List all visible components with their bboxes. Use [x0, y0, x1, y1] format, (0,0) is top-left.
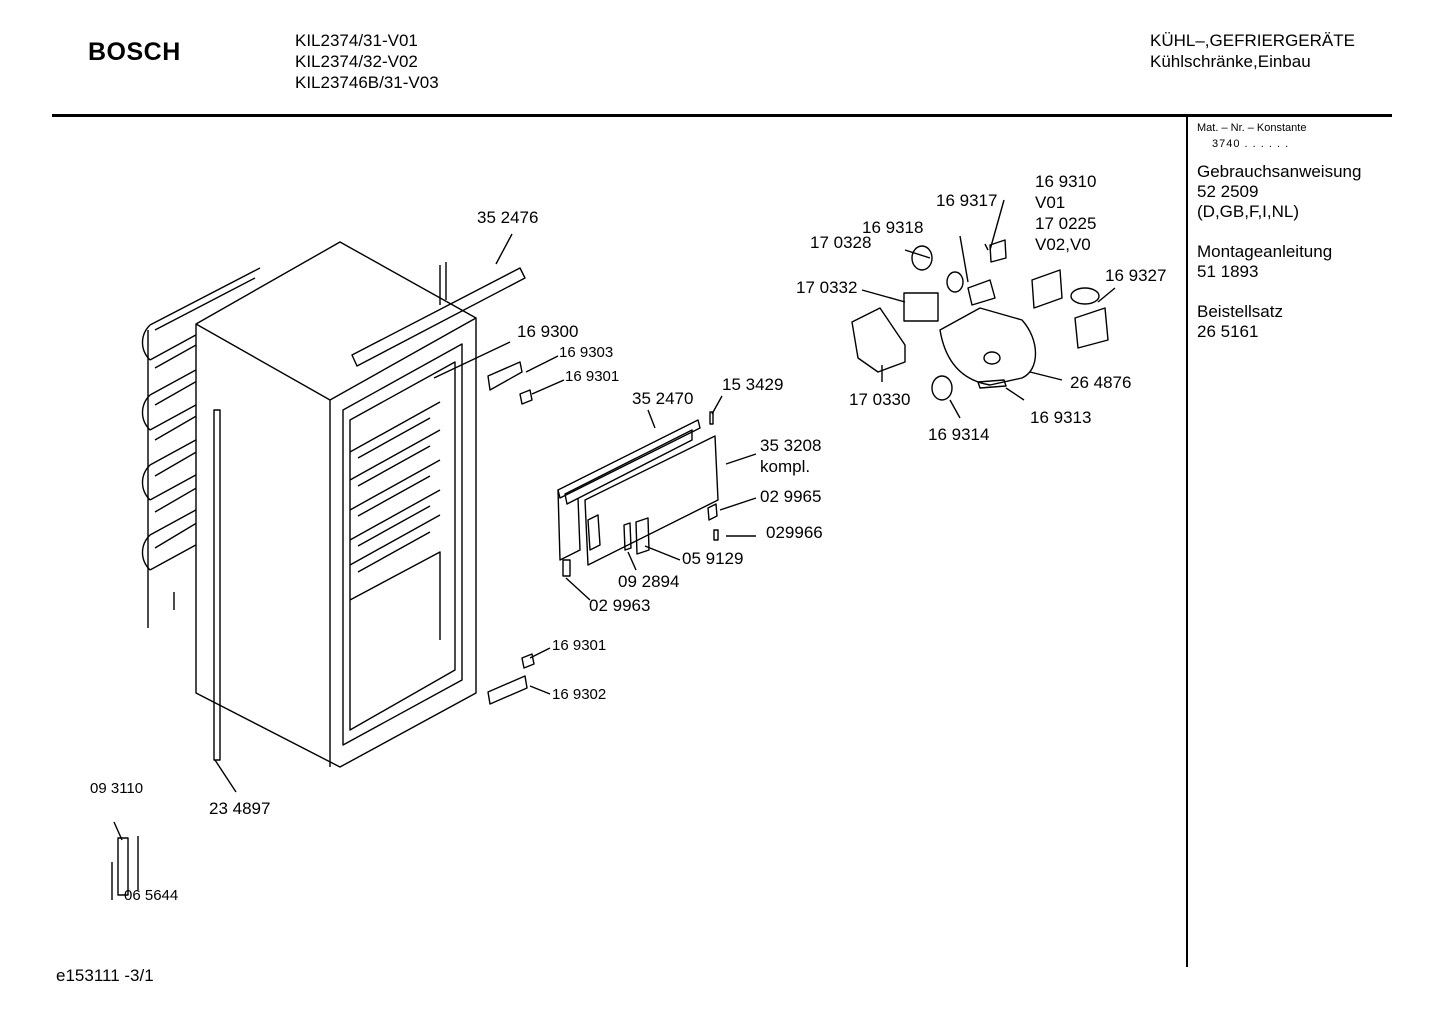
header-divider	[52, 114, 1392, 117]
part-029965: 02 9965	[760, 487, 822, 506]
thermostat	[1074, 307, 1109, 349]
install-section: Montageanleitung 51 1893	[1197, 242, 1332, 282]
manual-languages: (D,GB,F,I,NL)	[1197, 202, 1300, 221]
part-169302: 16 9302	[552, 686, 607, 703]
mat-value: 3740 . . . . . .	[1212, 138, 1290, 150]
part-065644: 06 5644	[124, 887, 179, 904]
light-cover	[851, 307, 906, 373]
sidebar-divider	[1186, 117, 1188, 967]
part-169300: 16 9300	[517, 322, 579, 341]
part-029963: 02 9963	[589, 596, 651, 615]
model-2: KIL2374/32-V02	[295, 52, 418, 71]
category: KÜHL–,GEFRIERGERÄTE Kühlschränke,Einbau	[1150, 30, 1355, 72]
part-170328: 17 0328	[810, 233, 872, 252]
manual-section: Gebrauchsanweisung 52 2509 (D,GB,F,I,NL)	[1197, 162, 1361, 222]
door-handle-pin	[623, 522, 632, 551]
manual-title: Gebrauchsanweisung	[1197, 162, 1362, 181]
part-169314: 16 9314	[928, 425, 990, 444]
install-title: Montageanleitung	[1197, 242, 1333, 261]
part-169313: 16 9313	[1030, 408, 1092, 427]
part-093110: 09 3110	[90, 780, 144, 797]
manual-number: 52 2509	[1197, 182, 1259, 201]
knob	[931, 375, 953, 401]
label-sheet	[903, 292, 939, 322]
part-353208: 35 3208	[760, 436, 822, 455]
part-092894: 09 2894	[618, 572, 680, 591]
screw	[713, 529, 719, 541]
kit-title: Beistellsatz	[1197, 302, 1283, 321]
part-169318: 16 9318	[862, 218, 924, 237]
freezer-door	[557, 419, 719, 566]
part-029966: 029966	[766, 523, 823, 542]
top-rail	[351, 262, 526, 367]
cabinet	[195, 241, 477, 768]
hinge-pin-lower	[521, 653, 535, 669]
pin	[709, 411, 714, 425]
part-169301-lower: 16 9301	[552, 637, 607, 654]
category-main: KÜHL–,GEFRIERGERÄTE	[1150, 31, 1355, 50]
seal-strip	[977, 379, 1007, 389]
part-352470: 35 2470	[632, 389, 694, 408]
part-169310-variant: V01	[1035, 193, 1066, 212]
door-clip	[562, 559, 571, 577]
model-list: KIL2374/31-V01 KIL2374/32-V02 KIL23746B/…	[295, 30, 439, 93]
drawing-code: e153111 -3/1	[56, 966, 154, 985]
kit-number: 26 5161	[1197, 322, 1259, 341]
upper-hinge	[487, 361, 523, 391]
light-housing	[939, 307, 1037, 386]
mat-label: Mat. – Nr. – Konstante	[1197, 122, 1307, 134]
category-sub: Kühlschränke,Einbau	[1150, 52, 1311, 71]
part-170225-variant: V02,V0	[1035, 235, 1091, 254]
drain-line	[111, 836, 139, 900]
plug	[989, 239, 1007, 263]
part-234897: 23 4897	[209, 799, 271, 818]
model-1: KIL2374/31-V01	[295, 31, 418, 50]
stop-part	[707, 503, 718, 521]
brand-logo: BOSCH	[88, 38, 181, 66]
part-153429: 15 3429	[722, 375, 784, 394]
drain-tube	[117, 837, 129, 896]
hinge-pin-upper	[519, 389, 533, 405]
door-handle	[635, 517, 650, 555]
part-169327: 16 9327	[1105, 266, 1167, 285]
part-352476: 35 2476	[477, 208, 539, 227]
lamp-socket	[946, 271, 964, 293]
switch	[967, 279, 996, 306]
kit-section: Beistellsatz 26 5161	[1197, 302, 1283, 342]
bulb	[911, 245, 933, 271]
exploded-diagram	[111, 199, 1116, 900]
part-170225: 17 0225	[1035, 214, 1097, 233]
part-353208-kompl: kompl.	[760, 457, 811, 476]
part-169301-upper: 16 9301	[565, 368, 620, 385]
part-169317: 16 9317	[936, 191, 998, 210]
install-number: 51 1893	[1197, 262, 1259, 281]
capillary-coil	[1070, 287, 1100, 305]
connector	[1031, 269, 1063, 309]
part-264876: 26 4876	[1070, 373, 1132, 392]
part-169310: 16 9310	[1035, 172, 1097, 191]
part-170330: 17 0330	[849, 390, 911, 409]
part-170332: 17 0332	[796, 278, 858, 297]
lower-hinge	[487, 675, 528, 705]
part-169303: 16 9303	[559, 344, 614, 361]
part-059129: 05 9129	[682, 549, 744, 568]
model-3: KIL23746B/31-V03	[295, 73, 439, 92]
